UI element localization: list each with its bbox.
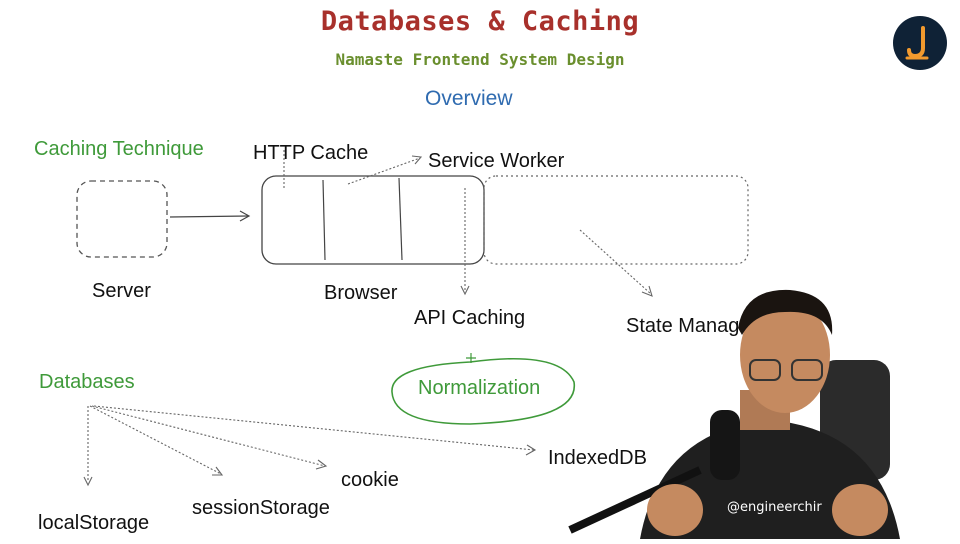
indexeddb-label: IndexedDB — [548, 447, 647, 469]
presenter-hand-left — [647, 484, 703, 536]
microphone-icon — [710, 410, 740, 480]
presenter-video: @engineerchir — [560, 280, 960, 539]
server-label: Server — [92, 280, 151, 302]
cookie-label: cookie — [341, 469, 399, 491]
localstorage-label: localStorage — [38, 512, 150, 534]
caching-technique-heading: Caching Technique — [34, 138, 204, 160]
normalization-ellipse — [391, 357, 575, 425]
api-caching-label: API Caching — [414, 307, 526, 329]
databases-heading: Databases — [39, 371, 135, 393]
normalization-label: Normalization — [418, 377, 541, 399]
server-box — [76, 180, 168, 258]
sessionstorage-label: sessionStorage — [192, 497, 330, 519]
state-management-label: State Manag — [626, 315, 740, 337]
overview-heading: Overview — [425, 87, 513, 110]
presenter-hair — [738, 289, 833, 335]
service-worker-label: Service Worker — [428, 150, 565, 172]
browser-box — [261, 175, 485, 265]
namaste-dev-logo-icon — [893, 16, 947, 70]
http-cache-label: HTTP Cache — [253, 142, 369, 164]
state-box — [483, 175, 749, 265]
slide-title: Databases & Caching — [320, 6, 640, 37]
slide-subtitle: Namaste Frontend System Design — [335, 50, 625, 69]
presenter-face — [740, 297, 830, 413]
browser-label: Browser — [324, 282, 398, 304]
presenter-hand-right — [832, 484, 888, 536]
server-to-browser-arrow — [169, 215, 249, 218]
presenter-shirt-text: @engineerchir — [727, 500, 822, 515]
